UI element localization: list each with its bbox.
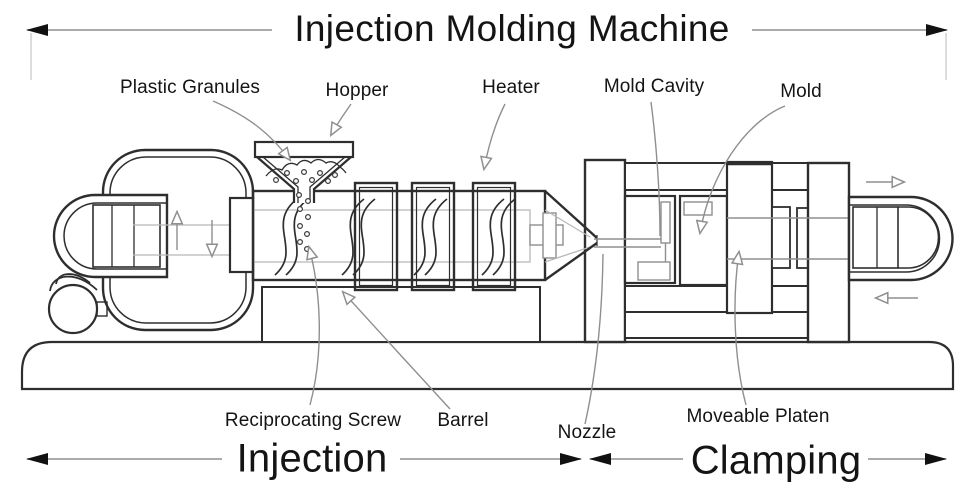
stationary-platen-shape	[583, 158, 627, 344]
clamp-cylinder-shape	[847, 195, 954, 282]
nozzle-leader	[584, 253, 604, 425]
label-heater: Heater	[482, 77, 540, 98]
barrel-support-block	[261, 286, 541, 343]
barrel-leader	[343, 292, 451, 410]
section-clamping: Clamping	[690, 438, 862, 483]
dimension-arrows	[26, 24, 948, 465]
leader-lines	[212, 100, 786, 425]
mold-cavity-leader	[650, 101, 661, 237]
nozzle-and-platen	[544, 158, 627, 344]
label-reciprocating-screw: Reciprocating Screw	[224, 410, 402, 431]
hopper-leader	[331, 103, 352, 135]
injection-cylinder	[52, 193, 169, 279]
barrel-shape	[251, 189, 547, 282]
injection-unit	[251, 181, 564, 292]
moveable-platen-leader	[735, 252, 747, 406]
top-tie-bar	[624, 162, 809, 191]
heater-leader	[484, 103, 506, 169]
heater-bands	[353, 181, 517, 292]
mold-cavity-shape	[594, 201, 713, 281]
motor-circle	[47, 283, 99, 335]
label-barrel: Barrel	[437, 410, 489, 431]
mold-leader	[700, 105, 786, 233]
clamping-unit	[594, 160, 954, 344]
drive-unit	[47, 148, 255, 335]
end-plate	[806, 161, 851, 344]
label-nozzle: Nozzle	[557, 422, 617, 443]
plastic-granules-leader	[212, 100, 290, 160]
hopper-shape	[253, 140, 355, 253]
screw-tip-shape	[529, 212, 564, 259]
label-plastic-granules: Plastic Granules	[120, 77, 260, 98]
reciprocating-screw-leader	[309, 247, 321, 406]
bottom-tie-bar	[624, 285, 809, 313]
nozzle-shape	[544, 190, 598, 239]
moving-mold-half	[678, 194, 729, 287]
label-mold-cavity: Mold Cavity	[603, 76, 705, 97]
label-moveable-platen: Moveable Platen	[686, 406, 830, 427]
moveable-platen-shape	[725, 160, 774, 315]
diagram-title: Injection Molding Machine	[294, 8, 730, 49]
label-hopper: Hopper	[325, 80, 389, 101]
section-injection: Injection	[236, 436, 388, 481]
plastic-granules-dots	[273, 169, 339, 253]
machine-base	[20, 286, 955, 391]
label-mold: Mold	[780, 81, 822, 102]
